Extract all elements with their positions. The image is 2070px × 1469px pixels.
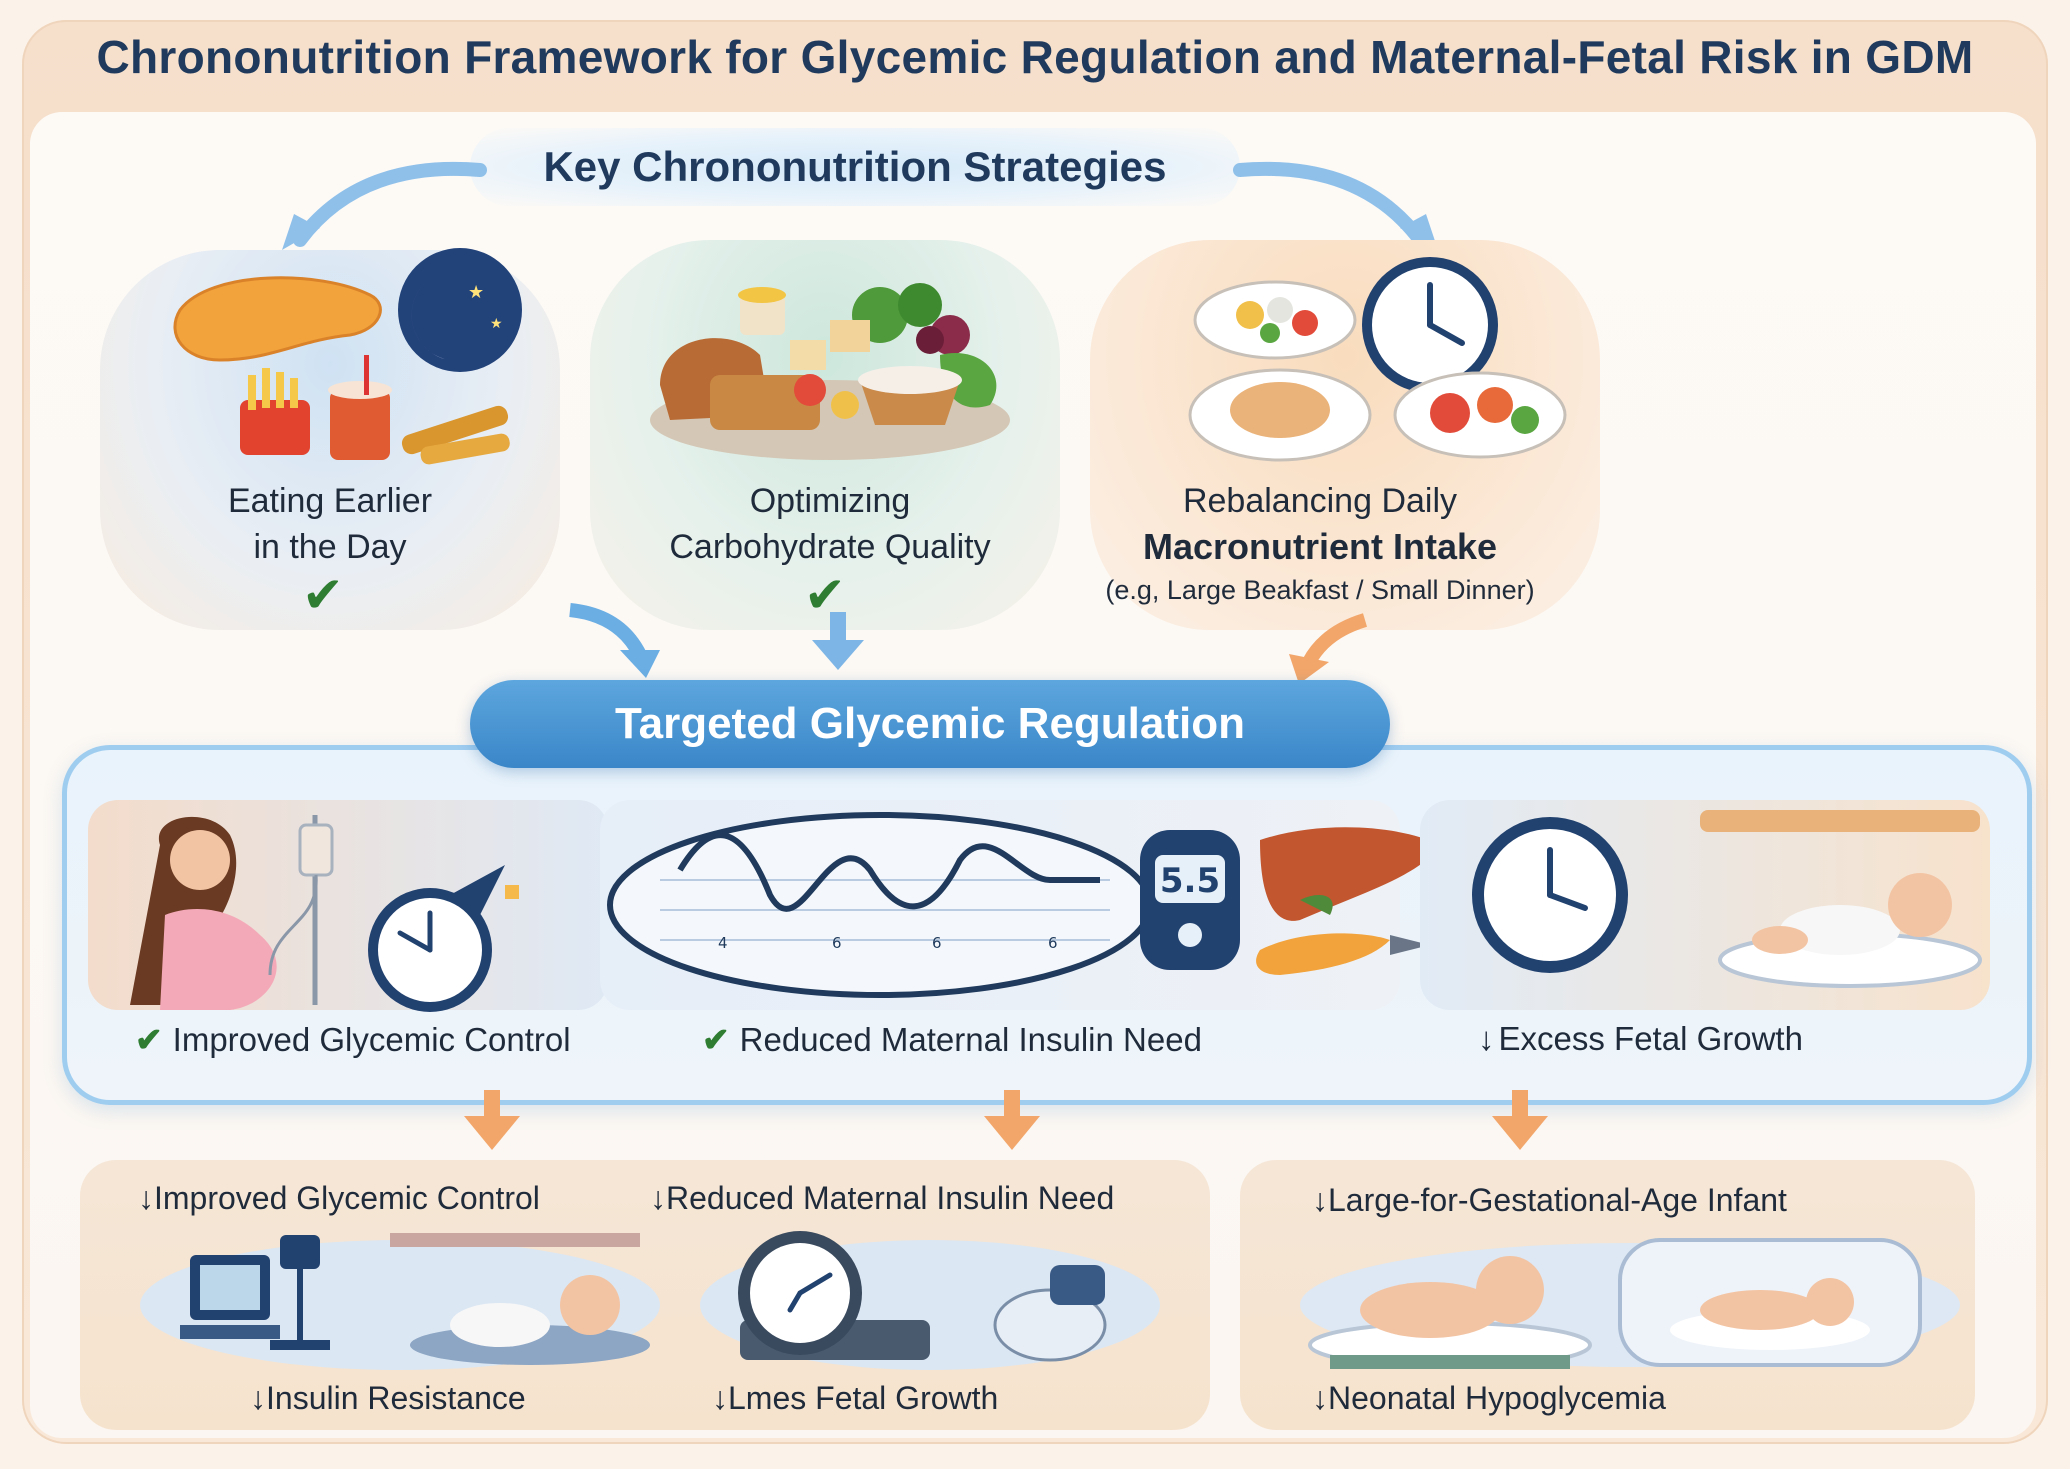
check-icon: ✔ xyxy=(135,1021,163,1058)
curved-arrow-left-icon xyxy=(282,161,487,250)
check-icon: ✔ xyxy=(702,1021,730,1058)
outcome-label-glycemic-control: ✔Improved Glycemic Control xyxy=(135,1021,571,1058)
wave-tick-label: 4 xyxy=(718,934,728,952)
svg-text:★: ★ xyxy=(468,282,484,303)
moon-and-late-snacks-icon: ★ ★ xyxy=(173,248,522,465)
arrow-down-orange-icon xyxy=(1289,613,1368,684)
arrow-down-blue-icon xyxy=(812,612,864,670)
monitor-and-infant-icon xyxy=(140,1233,660,1370)
meal-plates-clock-icon xyxy=(1188,257,1567,462)
risk-label: ↓Large-for-Gestational-Age Infant xyxy=(1312,1182,1787,1218)
arrow-down-orange-icon xyxy=(1492,1090,1548,1150)
clock-and-scale-icon xyxy=(700,1231,1160,1370)
page-title: Chrononutrition Framework for Glycemic R… xyxy=(96,31,1974,83)
healthy-food-plate-icon xyxy=(650,283,1010,460)
strategy-label-macronutrient: Rebalancing Daily Macronutrient Intake (… xyxy=(1105,482,1535,605)
check-icon: ✔ xyxy=(302,566,344,624)
arrow-down-orange-icon xyxy=(464,1090,520,1150)
regulation-banner: Targeted Glycemic Regulation xyxy=(470,680,1390,768)
outcome-label-fetal-growth: ↓Excess Fetal Growth xyxy=(1478,1020,1803,1057)
clock-and-infant-icon xyxy=(1472,810,1982,988)
infant-incubator-icon xyxy=(1300,1238,1960,1369)
wave-tick-label: 6 xyxy=(932,934,942,952)
pregnant-woman-clock-icon xyxy=(130,815,519,1012)
risk-label: ↓Neonatal Hypoglycemia xyxy=(1312,1380,1666,1416)
wave-tick-label: 6 xyxy=(832,934,842,952)
regulation-heading: Targeted Glycemic Regulation xyxy=(614,699,1245,748)
outcome-label-insulin-need: ✔Reduced Maternal Insulin Need xyxy=(702,1021,1202,1058)
glucose-reading: 5.5 xyxy=(1160,861,1220,901)
strategy-label-carb-quality: Optimizing Carbohydrate Quality xyxy=(669,482,991,566)
risk-label: ↓Lmes Fetal Growth xyxy=(712,1380,999,1416)
risk-label: ↓Reduced Maternal Insulin Need xyxy=(650,1180,1115,1216)
strategies-heading: Key Chrononutrition Strategies xyxy=(543,143,1167,190)
wave-tick-label: 6 xyxy=(1048,934,1058,952)
glucose-wave-meter-icon: 4 6 6 6 5.5 xyxy=(607,812,1440,998)
strategy-label-early-eating: Eating Earlier in the Day xyxy=(227,482,433,566)
arrow-down-blue-icon xyxy=(569,603,660,678)
risk-label: ↓Improved Glycemic Control xyxy=(138,1180,540,1216)
arrow-down-orange-icon xyxy=(984,1090,1040,1150)
down-arrow-icon: ↓ xyxy=(1478,1020,1495,1057)
risk-label: ↓Insulin Resistance xyxy=(250,1380,526,1416)
svg-text:★: ★ xyxy=(490,316,503,332)
strategies-banner: Key Chrononutrition Strategies xyxy=(470,128,1240,206)
